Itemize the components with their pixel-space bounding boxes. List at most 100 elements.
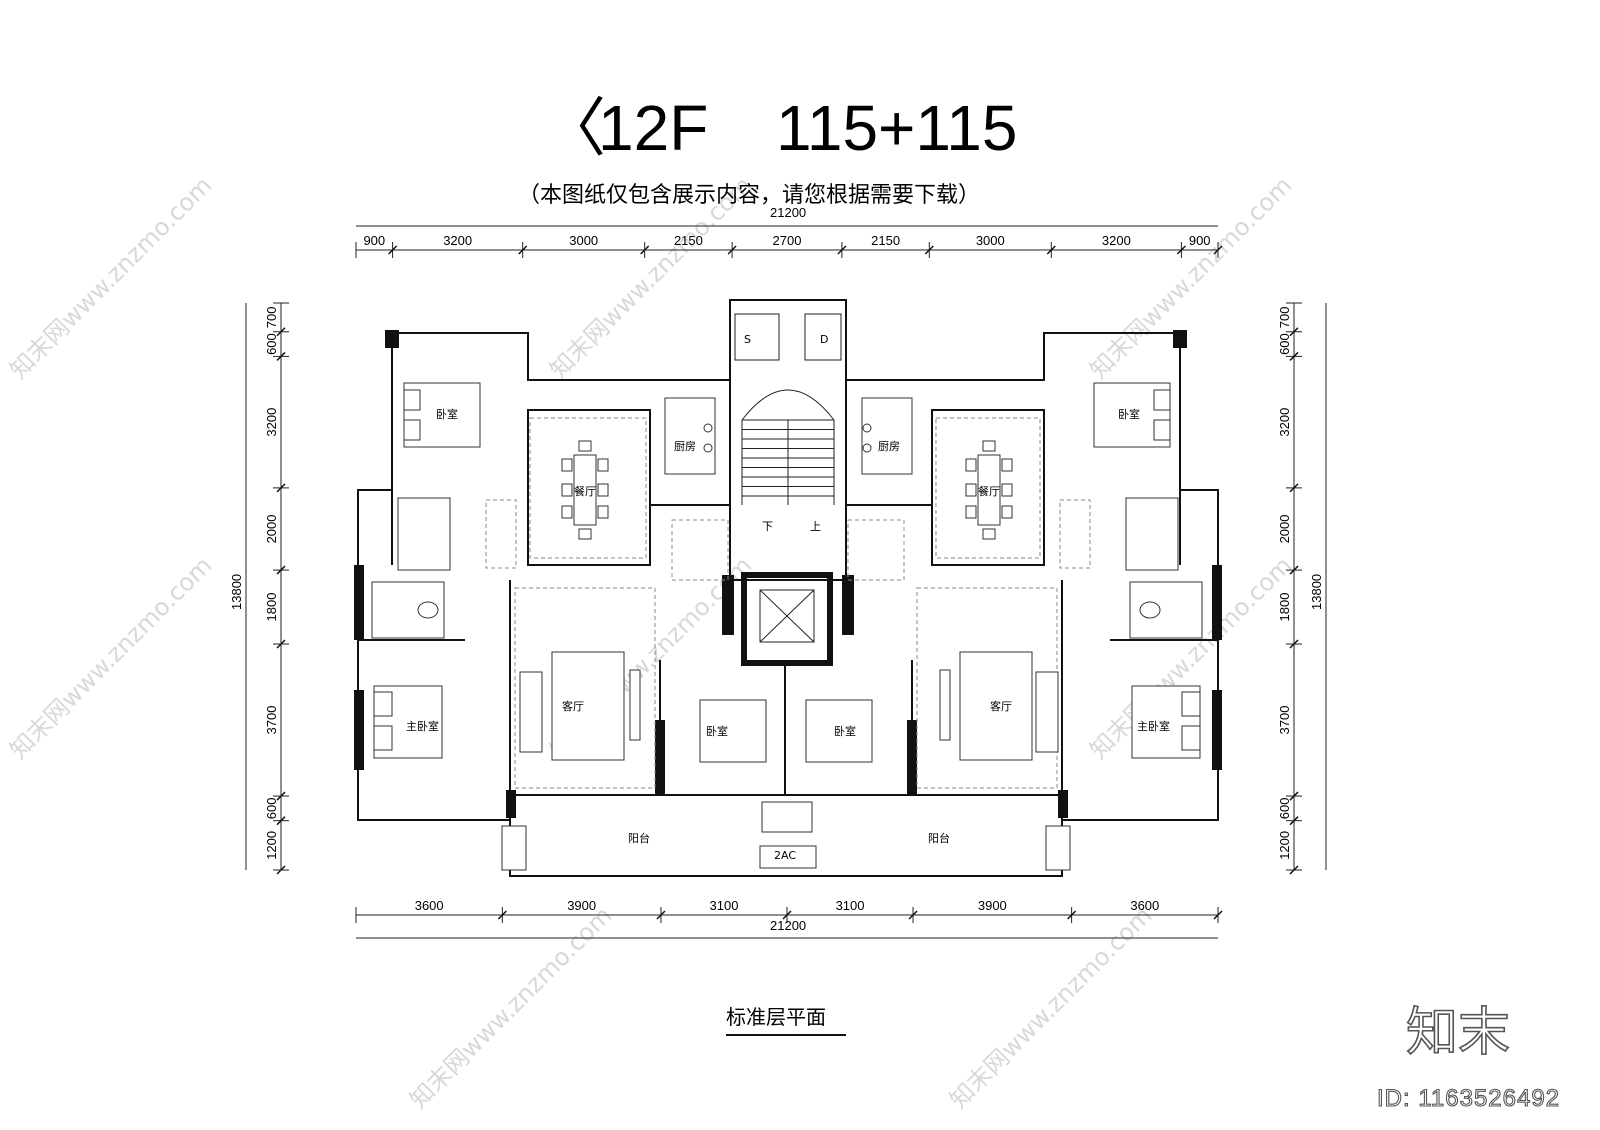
chair-icon	[965, 483, 977, 497]
dimension-label: 3200	[264, 408, 279, 437]
chair-icon	[597, 458, 609, 472]
chair-icon	[597, 505, 609, 519]
label-bedroom: 卧室	[834, 724, 856, 738]
label-dining: 餐厅	[574, 484, 596, 498]
chair-icon	[597, 483, 609, 497]
room-labels: 卧室 卧室 厨房 厨房 餐厅 餐厅 客厅 客厅 主卧室 主卧室 卧室 卧室 阳台…	[406, 333, 1170, 862]
shaft-s	[734, 313, 780, 361]
label-shaft-d: D	[820, 333, 828, 346]
dimension-label: 2000	[1277, 515, 1292, 544]
label-stair-up: 上	[810, 520, 821, 533]
chair-icon	[561, 483, 573, 497]
label-kitchen: 厨房	[878, 440, 900, 453]
dimension-label: 600	[1277, 333, 1292, 355]
watermark-layer: 知末网www.znzmo.com 知末网www.znzmo.com 知末网www…	[4, 171, 1297, 1114]
kitchen-counter-icon	[664, 397, 716, 475]
label-bedroom: 卧室	[436, 407, 458, 421]
bathroom-fixtures-icon	[1125, 497, 1179, 571]
dim-right-total: 13800	[1309, 574, 1324, 610]
bed-icon	[805, 699, 873, 763]
bathroom-fixtures-icon	[397, 497, 451, 571]
dimension-label: 900	[363, 233, 385, 248]
label-kitchen: 厨房	[674, 440, 696, 453]
plan-title: 标准层平面	[726, 1005, 826, 1029]
dim-bottom-total: 21200	[770, 918, 806, 933]
dimension-label: 3600	[1130, 898, 1159, 913]
right-dimensions: 13800 700 600 3200 2000 1800 3700 600 1200	[1277, 302, 1327, 875]
label-dining: 餐厅	[978, 484, 1000, 498]
dim-left-total: 13800	[229, 574, 244, 610]
dimension-label: 600	[1277, 798, 1292, 820]
dimension-label: 2000	[264, 515, 279, 544]
dim-top-total: 21200	[770, 205, 806, 220]
dimension-label: 1200	[1277, 831, 1292, 860]
dimension-label: 3700	[1277, 706, 1292, 735]
label-shaft-s: S	[744, 333, 751, 346]
dimension-label: 3100	[836, 898, 865, 913]
dimension-label: 2150	[871, 233, 900, 248]
label-master-bedroom: 主卧室	[1137, 719, 1170, 733]
chair-icon	[578, 440, 592, 452]
dimension-label: 3900	[567, 898, 596, 913]
brand-logo: 知末	[1406, 1003, 1510, 1063]
dimension-label: 3200	[1102, 233, 1131, 248]
dimension-label: 600	[264, 333, 279, 355]
dimension-label: 700	[264, 307, 279, 329]
dining-table-icon	[977, 454, 1001, 526]
chair-icon	[1001, 505, 1013, 519]
dimension-label: 3000	[976, 233, 1005, 248]
plan-title-block: 标准层平面	[726, 1005, 846, 1036]
chair-icon	[1001, 483, 1013, 497]
dimension-label: 2150	[674, 233, 703, 248]
dimension-label: 700	[1277, 307, 1292, 329]
building-walls	[354, 299, 1222, 877]
dimension-label: 1800	[264, 593, 279, 622]
title-floors: 12F	[598, 92, 708, 164]
chair-icon	[965, 458, 977, 472]
brand-block: 知末 ID: 1163526492	[1376, 1002, 1559, 1112]
dimension-label: 3100	[710, 898, 739, 913]
title-units: 115+115	[776, 92, 1017, 164]
label-master-bedroom: 主卧室	[406, 719, 439, 733]
label-bedroom: 卧室	[706, 724, 728, 738]
watermark-text: 知末网www.znzmo.com	[1084, 171, 1297, 384]
chair-icon	[578, 528, 592, 540]
chair-icon	[965, 505, 977, 519]
dimension-label: 1800	[1277, 593, 1292, 622]
chair-icon	[561, 458, 573, 472]
watermark-text: 知末网www.znzmo.com	[944, 901, 1157, 1114]
dining-table-icon	[573, 454, 597, 526]
dimension-label: 3200	[443, 233, 472, 248]
ac-unit-icon	[759, 845, 817, 869]
label-living: 客厅	[990, 699, 1012, 713]
label-ac: 2AC	[774, 849, 796, 862]
dimension-label: 3000	[569, 233, 598, 248]
chair-icon	[561, 505, 573, 519]
watermark-text: 知末网www.znzmo.com	[404, 901, 617, 1114]
dimension-label: 3600	[415, 898, 444, 913]
label-stair-down: 下	[762, 520, 773, 533]
label-bedroom: 卧室	[1118, 407, 1140, 421]
furniture	[371, 382, 1203, 871]
label-balcony: 阳台	[628, 831, 650, 845]
chair-icon	[1001, 458, 1013, 472]
dimension-label: 3700	[264, 706, 279, 735]
label-living: 客厅	[562, 699, 584, 713]
chair-icon	[982, 528, 996, 540]
dimension-label: 2700	[773, 233, 802, 248]
dimension-label: 3200	[1277, 408, 1292, 437]
elevator-shaft	[741, 572, 833, 666]
title-marker: 〈	[542, 92, 606, 164]
shaft-d	[804, 313, 842, 361]
sofa-icon	[1035, 671, 1059, 753]
watermark-text: 知末网www.znzmo.com	[4, 171, 217, 384]
subtitle: （本图纸仅包含展示内容，请您根据需要下载）	[518, 183, 980, 208]
sofa-icon	[519, 671, 543, 753]
dimension-label: 1200	[264, 831, 279, 860]
staircase	[741, 389, 835, 505]
watermark-text: 知末网www.znzmo.com	[4, 551, 217, 764]
chair-icon	[982, 440, 996, 452]
